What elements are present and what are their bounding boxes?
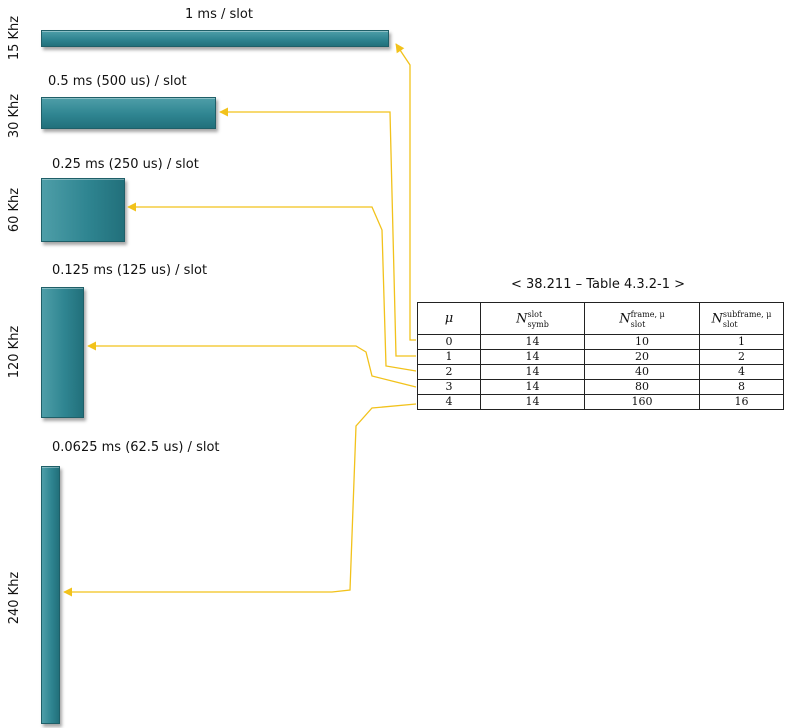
- arrow-mu3: [87, 341, 417, 388]
- cell-subframe-slots: 1: [699, 334, 784, 350]
- table-caption: < 38.211 – Table 4.3.2-1 >: [510, 277, 686, 292]
- table-row: 0 14 10 1: [417, 334, 784, 350]
- table-row: 3 14 80 8: [417, 379, 784, 395]
- cell-symbols: 14: [480, 364, 585, 380]
- cell-symbols: 14: [480, 334, 585, 350]
- table-row: 2 14 40 4: [417, 364, 784, 380]
- cell-subframe-slots: 16: [699, 394, 784, 410]
- arrow-mu4: [63, 403, 417, 597]
- header-mu: μ: [417, 302, 481, 335]
- table-row: 4 14 160 16: [417, 394, 784, 410]
- cell-subframe-slots: 4: [699, 364, 784, 380]
- arrow-mu0: [395, 43, 416, 341]
- cell-frame-slots: 80: [584, 379, 700, 395]
- cell-frame-slots: 40: [584, 364, 700, 380]
- slot-bar-240khz: [41, 466, 60, 724]
- duration-label-30khz: 0.5 ms (500 us) / slot: [48, 74, 187, 89]
- arrow-mu1: [219, 107, 416, 357]
- cell-mu: 1: [417, 349, 481, 365]
- duration-label-15khz: 1 ms / slot: [185, 7, 253, 22]
- duration-label-60khz: 0.25 ms (250 us) / slot: [52, 157, 199, 172]
- cell-mu: 0: [417, 334, 481, 350]
- cell-mu: 4: [417, 394, 481, 410]
- duration-label-240khz: 0.0625 ms (62.5 us) / slot: [52, 440, 220, 455]
- cell-frame-slots: 10: [584, 334, 700, 350]
- table-row: 1 14 20 2: [417, 349, 784, 365]
- arrow-mu2: [127, 202, 417, 372]
- cell-subframe-slots: 8: [699, 379, 784, 395]
- cell-frame-slots: 160: [584, 394, 700, 410]
- cell-symbols: 14: [480, 394, 585, 410]
- cell-symbols: 14: [480, 379, 585, 395]
- slot-bar-15khz: [41, 30, 389, 47]
- slot-bar-60khz: [41, 178, 125, 242]
- duration-label-120khz: 0.125 ms (125 us) / slot: [52, 263, 208, 278]
- slot-bar-30khz: [41, 97, 216, 129]
- cell-subframe-slots: 2: [699, 349, 784, 365]
- slot-bar-120khz: [41, 287, 84, 418]
- cell-mu: 3: [417, 379, 481, 395]
- cell-symbols: 14: [480, 349, 585, 365]
- cell-mu: 2: [417, 364, 481, 380]
- cell-frame-slots: 20: [584, 349, 700, 365]
